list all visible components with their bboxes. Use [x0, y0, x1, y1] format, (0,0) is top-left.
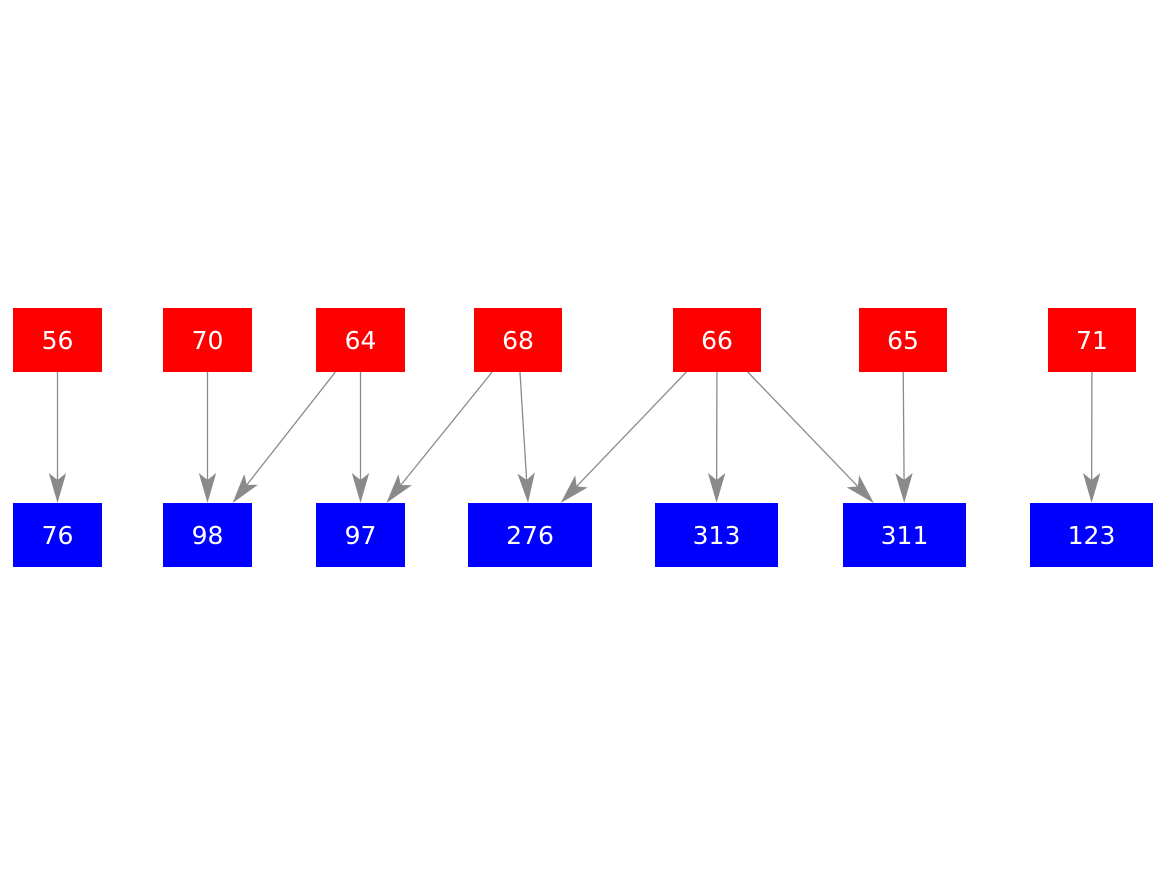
edge-66-276 — [560, 371, 687, 503]
edge-line — [576, 371, 687, 487]
edge-arrowhead — [707, 472, 726, 503]
edge-arrowhead — [517, 472, 535, 503]
node-123: 123 — [1030, 503, 1153, 567]
edge-64-98 — [232, 371, 336, 503]
edge-66-311 — [747, 371, 874, 503]
node-76: 76 — [13, 503, 102, 567]
edge-line — [519, 371, 528, 481]
edge-71-123 — [1082, 371, 1101, 503]
node-64: 64 — [316, 308, 405, 372]
node-97: 97 — [316, 503, 405, 567]
edge-arrowhead — [198, 473, 217, 503]
node-70: 70 — [163, 308, 252, 372]
edge-arrowhead — [351, 473, 370, 503]
edge-arrowhead — [48, 473, 67, 503]
node-68: 68 — [474, 308, 562, 372]
edge-66-313 — [707, 371, 726, 503]
edge-arrowhead — [560, 475, 588, 503]
edge-56-76 — [48, 372, 67, 503]
edge-68-97 — [386, 371, 493, 503]
node-311: 311 — [843, 503, 966, 567]
edge-65-311 — [895, 371, 913, 503]
edge-line — [747, 371, 859, 487]
edge-arrowhead — [232, 474, 258, 503]
edge-arrowhead — [1082, 472, 1101, 503]
node-66: 66 — [673, 308, 761, 372]
node-98: 98 — [163, 503, 252, 567]
edge-arrowhead — [895, 472, 913, 503]
node-276: 276 — [468, 503, 592, 567]
node-56: 56 — [13, 308, 102, 372]
edge-70-98 — [198, 372, 217, 503]
edge-line — [902, 371, 905, 481]
edge-line — [246, 371, 336, 486]
node-71: 71 — [1048, 308, 1136, 372]
edge-arrowhead — [846, 475, 874, 503]
edge-arrowhead — [386, 474, 412, 503]
edge-64-97 — [351, 372, 370, 503]
node-65: 65 — [859, 308, 947, 372]
edge-68-276 — [517, 371, 535, 503]
node-313: 313 — [655, 503, 778, 567]
edge-line — [400, 371, 493, 486]
